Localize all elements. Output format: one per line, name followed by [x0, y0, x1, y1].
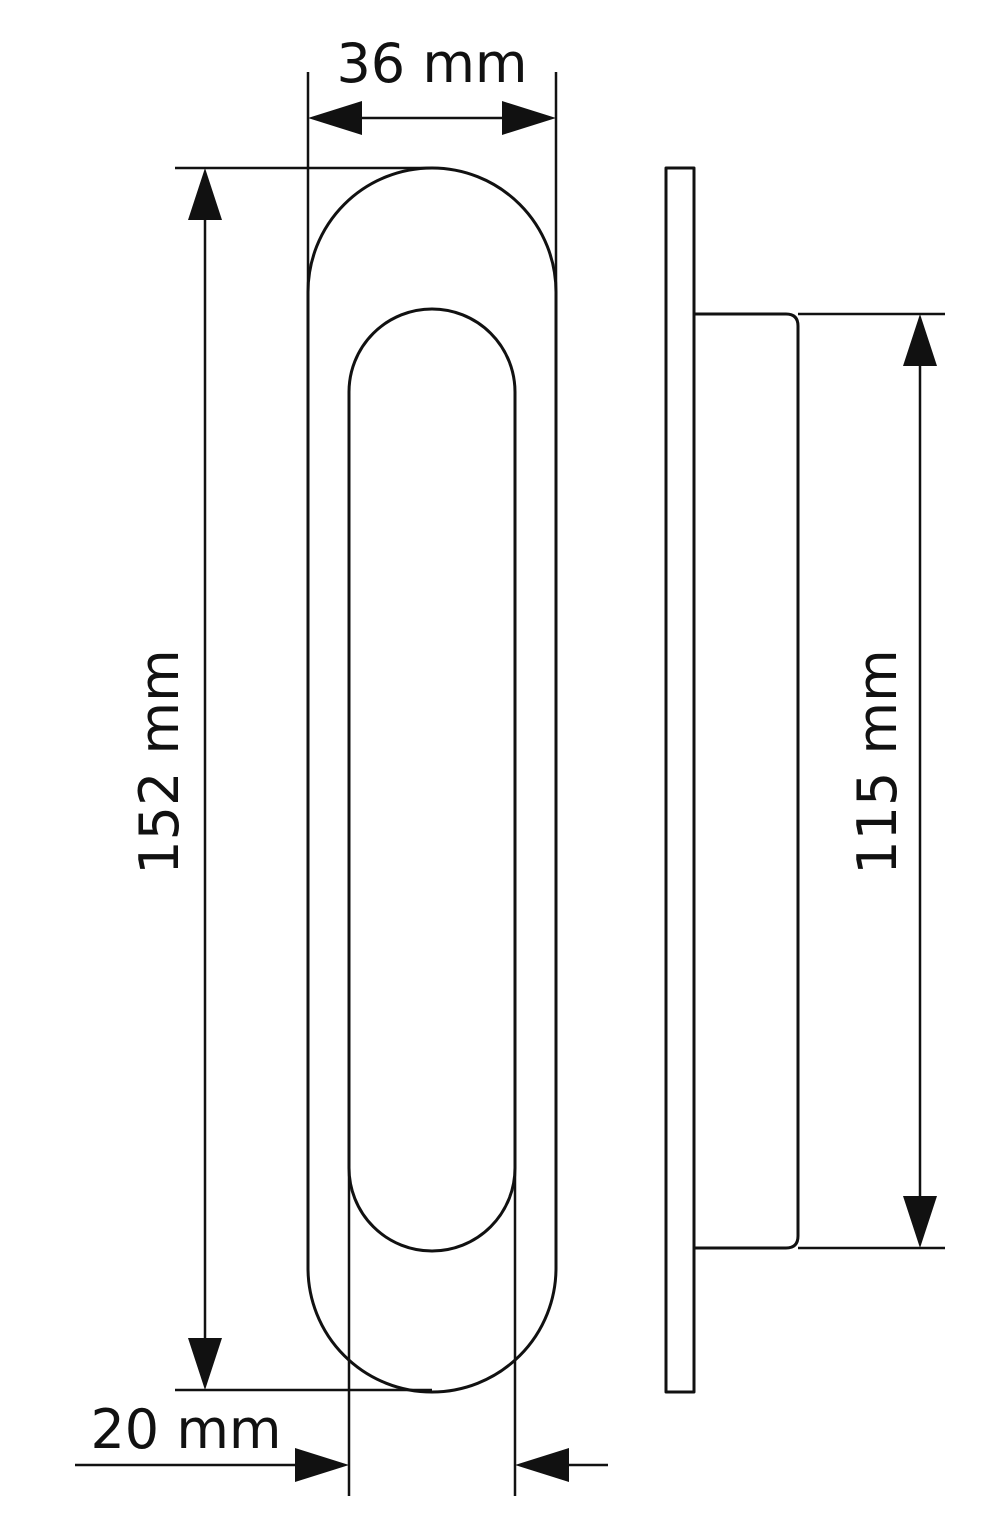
height-arrow-top: [188, 168, 222, 220]
depth-label: 115 mm: [846, 649, 909, 874]
side-plate: [664, 166, 696, 1394]
outer-plate-outline: [306, 166, 558, 1394]
width-dimension: 36 mm: [306, 32, 558, 292]
depth-dimension: 115 mm: [798, 312, 945, 1250]
depth-arrow-top: [903, 314, 937, 366]
grip-arrow-left: [295, 1448, 349, 1482]
grip-dimension: 20 mm: [75, 1168, 608, 1496]
height-arrow-bottom: [188, 1338, 222, 1390]
height-label: 152 mm: [128, 649, 191, 874]
width-arrow-right: [502, 101, 556, 135]
front-view: [306, 166, 558, 1394]
inner-recess-outline: [347, 307, 517, 1253]
grip-label: 20 mm: [90, 1398, 281, 1461]
side-body: [694, 312, 800, 1250]
width-label: 36 mm: [336, 32, 527, 95]
side-view: [664, 166, 800, 1394]
grip-arrow-right: [515, 1448, 569, 1482]
depth-arrow-bottom: [903, 1196, 937, 1248]
height-dimension: 152 mm: [128, 166, 432, 1392]
width-arrow-left: [308, 101, 362, 135]
